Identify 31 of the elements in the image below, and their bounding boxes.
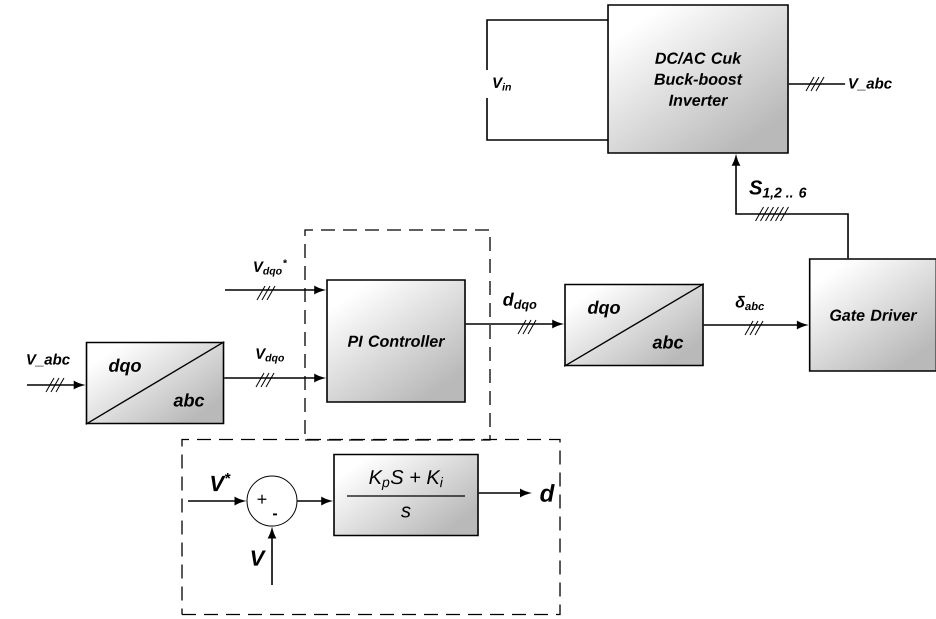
- gate-driver-block: Gate Driver: [808, 258, 936, 372]
- edge-label: V$_{dqo}$: [254, 347, 286, 365]
- arrow: [732, 156, 849, 258]
- arrow: [268, 529, 276, 585]
- transfer-function-block: K$_{p}$S + K$_{i}$ s: [333, 454, 479, 536]
- edge-label: V_abc: [24, 352, 72, 368]
- edge-label: V: [248, 549, 266, 567]
- summing-junction: + -: [246, 476, 298, 526]
- arrow: [478, 489, 530, 497]
- dashed-region: [304, 229, 491, 441]
- arrow: [188, 497, 244, 505]
- edge-label: d$_{dqo}$: [502, 292, 538, 312]
- arrow: [298, 497, 331, 505]
- arrow: [224, 374, 324, 382]
- voltage-label: V$_{in}$: [493, 78, 511, 90]
- arrow: [466, 320, 562, 328]
- converter-block: dqo abc: [564, 283, 704, 367]
- arrow: [27, 381, 84, 389]
- edge-label: S$_{1,2 .. 6}$: [748, 179, 808, 201]
- edge-label: δ$_{abc}$: [734, 294, 766, 312]
- output-label: V_abc: [849, 78, 892, 90]
- converter-block: dqo abc: [85, 341, 225, 425]
- inverter-block: DC/AC Cuk Buck-boost Inverter: [607, 4, 789, 154]
- dashed-region: [181, 438, 561, 616]
- edge-label: d: [538, 483, 556, 503]
- edge-label: V$_{dqo}$*: [252, 258, 288, 278]
- arrow: [704, 321, 806, 329]
- controller-block: PI Controller: [326, 279, 466, 403]
- edge-label: V$^{*}$: [208, 472, 232, 492]
- arrow: [225, 286, 324, 294]
- line: [788, 83, 846, 85]
